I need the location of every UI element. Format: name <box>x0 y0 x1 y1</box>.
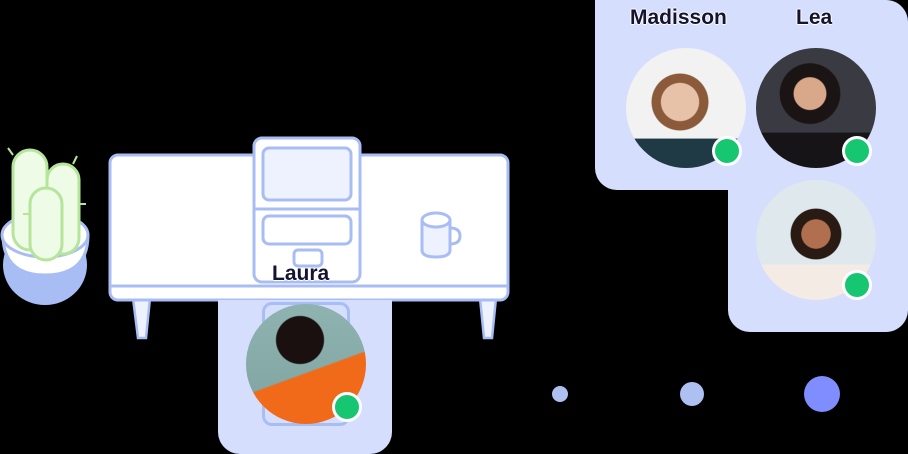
status-online-indicator <box>332 392 362 422</box>
coffee-mug-icon <box>418 210 464 260</box>
status-online-indicator <box>842 270 872 300</box>
laptop-icon <box>252 136 362 286</box>
cactus-plant-icon <box>0 140 95 310</box>
pagination-dot-1[interactable] <box>552 386 568 402</box>
participant-name: Lea <box>796 6 833 29</box>
status-online-indicator <box>712 136 742 166</box>
pagination-dot-3-active[interactable] <box>804 376 840 412</box>
status-online-indicator <box>842 136 872 166</box>
occupant-name: Laura <box>272 262 330 285</box>
participant-name: Madisson <box>630 6 727 29</box>
pagination-dot-2[interactable] <box>680 382 704 406</box>
